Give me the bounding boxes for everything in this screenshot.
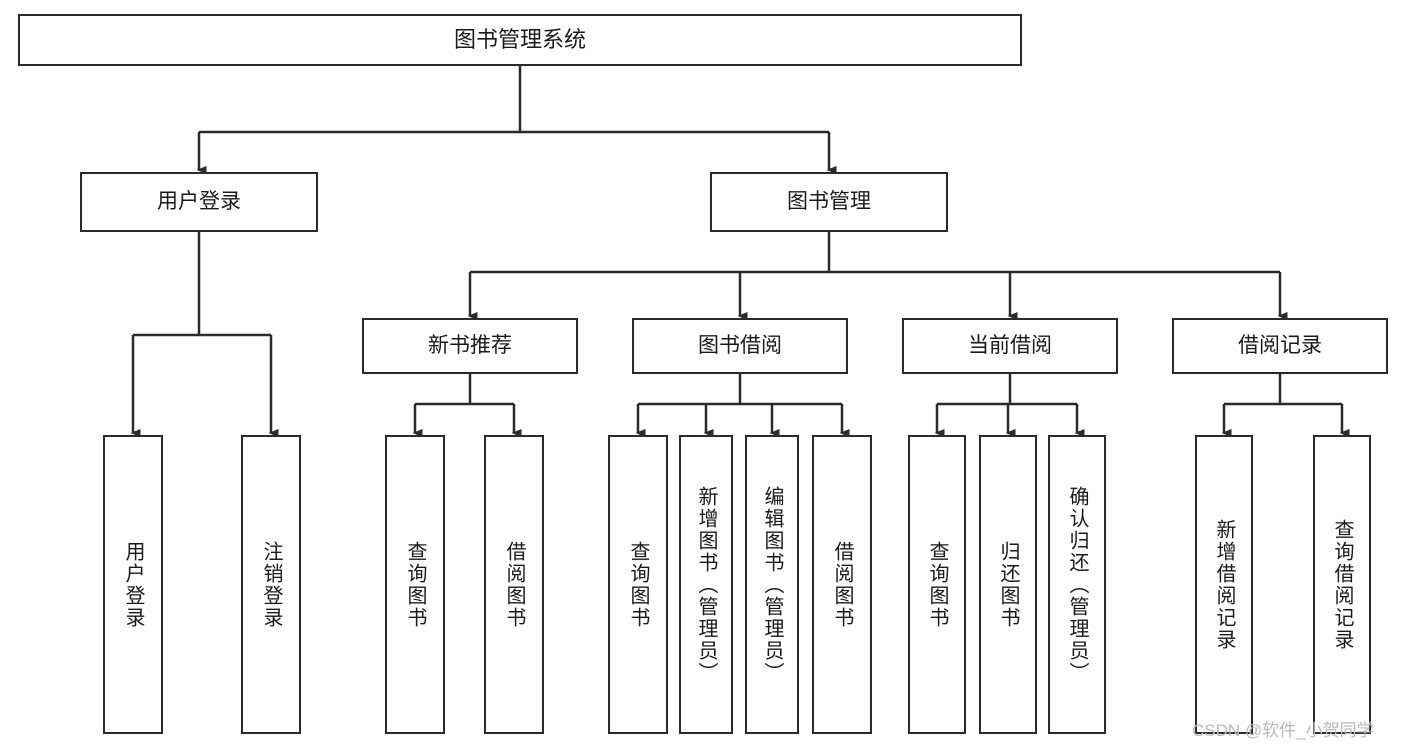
node-label: 借阅图书 <box>831 540 853 629</box>
node-label: 编辑图书（管理员） <box>761 485 783 684</box>
node-label: 用户登录 <box>122 540 144 629</box>
node-label: 借阅记录 <box>1238 334 1322 358</box>
node-label: 查询图书 <box>627 540 649 629</box>
node-book-management[interactable]: 图书管理 <box>710 172 948 232</box>
node-label: 图书借阅 <box>698 334 782 358</box>
node-leaf-borrow-book-2[interactable]: 借阅图书 <box>812 435 872 734</box>
node-label: 归还图书 <box>997 540 1019 629</box>
node-label: 查询借阅记录 <box>1331 518 1353 651</box>
node-leaf-user-login[interactable]: 用户登录 <box>103 435 163 734</box>
node-leaf-query-book-3[interactable]: 查询图书 <box>908 435 966 734</box>
edge-group <box>130 66 1350 437</box>
node-leaf-logout[interactable]: 注销登录 <box>241 435 301 734</box>
node-book-borrow[interactable]: 图书借阅 <box>632 318 848 374</box>
node-label: 图书管理系统 <box>453 26 586 52</box>
node-label: 确认归还（管理员） <box>1066 485 1088 684</box>
node-leaf-edit-book[interactable]: 编辑图书（管理员） <box>745 435 799 734</box>
node-leaf-add-record[interactable]: 新增借阅记录 <box>1195 435 1253 734</box>
node-label: 查询图书 <box>404 540 426 629</box>
node-leaf-borrow-book-1[interactable]: 借阅图书 <box>484 435 544 734</box>
node-label: 新增借阅记录 <box>1213 518 1235 651</box>
node-borrow-record[interactable]: 借阅记录 <box>1172 318 1388 374</box>
node-leaf-query-book-1[interactable]: 查询图书 <box>385 435 445 734</box>
node-new-book-recommend[interactable]: 新书推荐 <box>362 318 578 374</box>
node-label: 借阅图书 <box>503 540 525 629</box>
node-label: 查询图书 <box>926 540 948 629</box>
node-label: 新书推荐 <box>428 334 512 358</box>
node-label: 新增图书（管理员） <box>695 485 717 684</box>
node-label: 注销登录 <box>260 540 282 629</box>
node-label: 当前借阅 <box>968 334 1052 358</box>
node-current-borrow[interactable]: 当前借阅 <box>902 318 1118 374</box>
node-leaf-query-record[interactable]: 查询借阅记录 <box>1313 435 1371 734</box>
node-leaf-query-book-2[interactable]: 查询图书 <box>608 435 668 734</box>
node-root[interactable]: 图书管理系统 <box>18 14 1022 66</box>
node-label: 图书管理 <box>787 190 871 214</box>
watermark: CSDN @软件_小贺同学 <box>1192 721 1374 740</box>
node-user-login[interactable]: 用户登录 <box>80 172 318 232</box>
node-leaf-confirm-return[interactable]: 确认归还（管理员） <box>1048 435 1106 734</box>
node-leaf-add-book[interactable]: 新增图书（管理员） <box>679 435 733 734</box>
node-leaf-return-book[interactable]: 归还图书 <box>979 435 1037 734</box>
node-label: 用户登录 <box>157 190 241 214</box>
